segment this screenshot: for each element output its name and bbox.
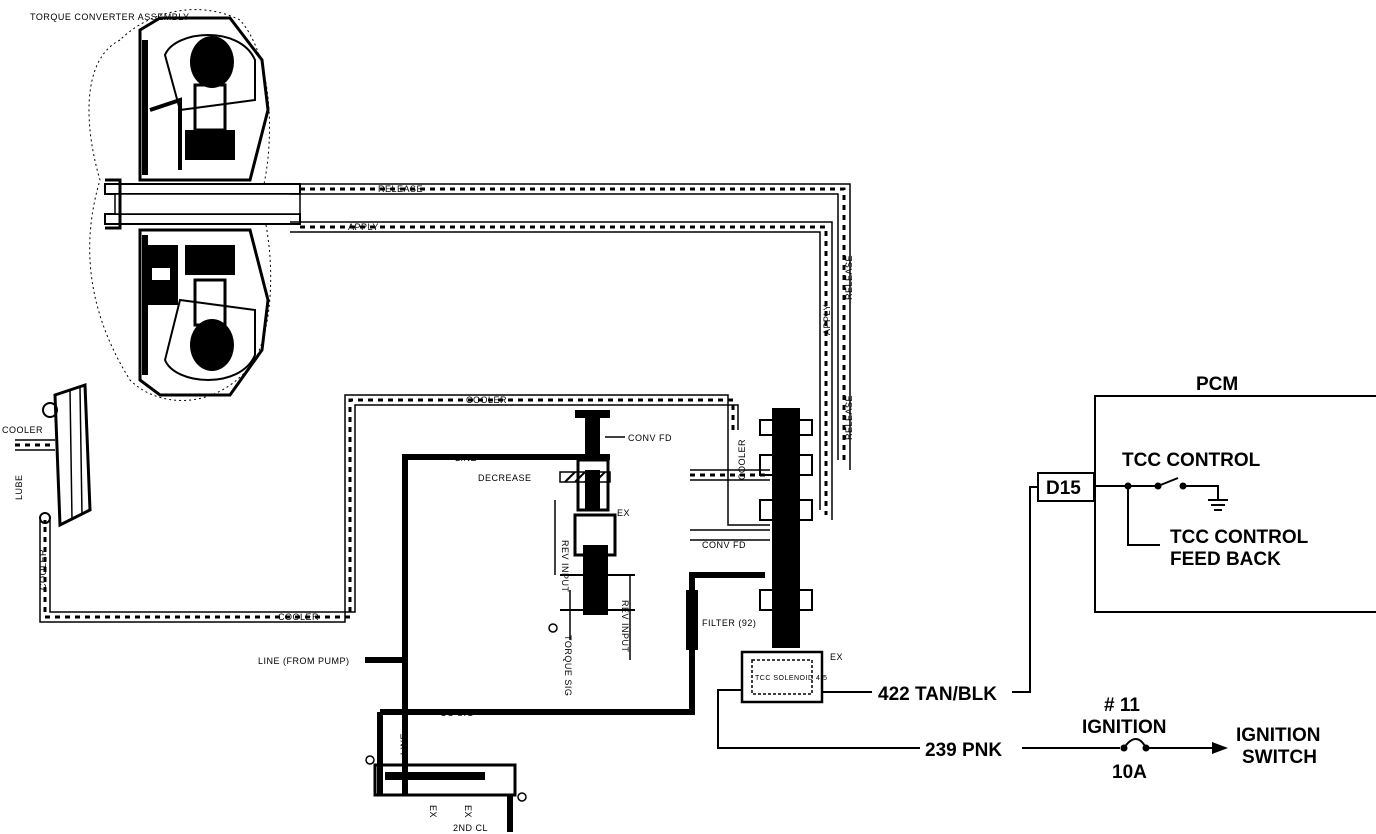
ignition-switch-label-2: SWITCH [1242,747,1317,768]
tcc-apply-valve: CONV FD [690,408,813,648]
tcc-solenoid: TCC SOLENOID 4-5 EX [740,650,843,704]
torque-sig-label: TORQUE SIG [563,635,573,696]
cooler-circuit: COOLER COOLER COOLER COOLER [38,394,770,623]
cooler-vertical-label: COOLER [38,549,48,590]
electrical-circuit: PCM D15 TCC CONTROL TCC CONTROL FEED BAC… [717,374,1376,783]
ex-solenoid-label: EX [830,652,843,662]
fuse-name-label: IGNITION [1082,717,1166,738]
ex-low-2-label: EX [463,805,473,818]
tcc-solenoid-label: TCC SOLENOID 4-5 [755,675,828,682]
wire-239-label: 239 PNK [925,740,1002,761]
conv-fd-top-label: CONV FD [628,433,672,443]
release-line: RELEASE RELEASE RELEASE [290,183,854,470]
tcc-feedback-label-1: TCC CONTROL [1170,527,1309,548]
fuse-amp-label: 10A [1112,762,1147,783]
rev-input-label-2: REV INPUT [620,600,630,653]
release-label: RELEASE [378,184,423,194]
rev-input-label: REV INPUT [560,540,570,593]
d15-connector-label: D15 [1046,478,1081,499]
tcc-feedback-label-2: FEED BACK [1170,549,1281,570]
second-clutch-valve: EX EX 2ND CL [365,755,527,833]
lube-label: LUBE [14,474,24,500]
regulator-valve: CONV FD EX REV INPUT REV INPUT TORQUE SI… [548,410,672,696]
line-from-pump-label: LINE (FROM PUMP) [258,656,350,666]
apply-line: APPLY APPLY [290,221,833,520]
line-vertical-label: LINE [399,733,409,755]
cooler-left-label: COOLER [2,425,43,435]
decrease-label: DECREASE [478,473,532,483]
tcc-control-label: TCC CONTROL [1122,450,1261,471]
conv-fd-bottom-label: CONV FD [702,540,746,550]
cooler-bottom-label: COOLER [278,612,319,622]
ex-valve-label: EX [617,508,630,518]
cooler-right-label: COOLER [737,439,747,480]
line-label: LINE [455,453,477,463]
release-vertical-label: RELEASE [844,255,854,300]
line-pressure-circuit: LINE LINE (FROM PUMP) LINE CC SIG FILTER… [258,453,765,795]
ignition-switch-label-1: IGNITION [1236,725,1320,746]
torque-converter-label: TORQUE CONVERTER ASSEMBLY [30,12,190,22]
second-cl-label: 2ND CL [453,823,488,833]
filter-label: FILTER (92) [702,618,756,628]
cooler-unit: COOLER LUBE [2,382,92,528]
apply-label: APPLY [348,222,379,232]
ex-low-1-label: EX [428,805,438,818]
release-vertical-label-2: RELEASE [844,395,854,440]
fuse-number-label: # 11 [1104,695,1140,716]
cooler-top-label: COOLER [466,395,507,405]
wire-422-label: 422 TAN/BLK [878,684,997,705]
pcm-label: PCM [1196,374,1238,395]
torque-converter-assembly: TORQUE CONVERTER ASSEMBLY [30,9,301,401]
apply-vertical-label: APPLY [822,304,832,335]
cc-sig-label: CC SIG [440,708,474,718]
